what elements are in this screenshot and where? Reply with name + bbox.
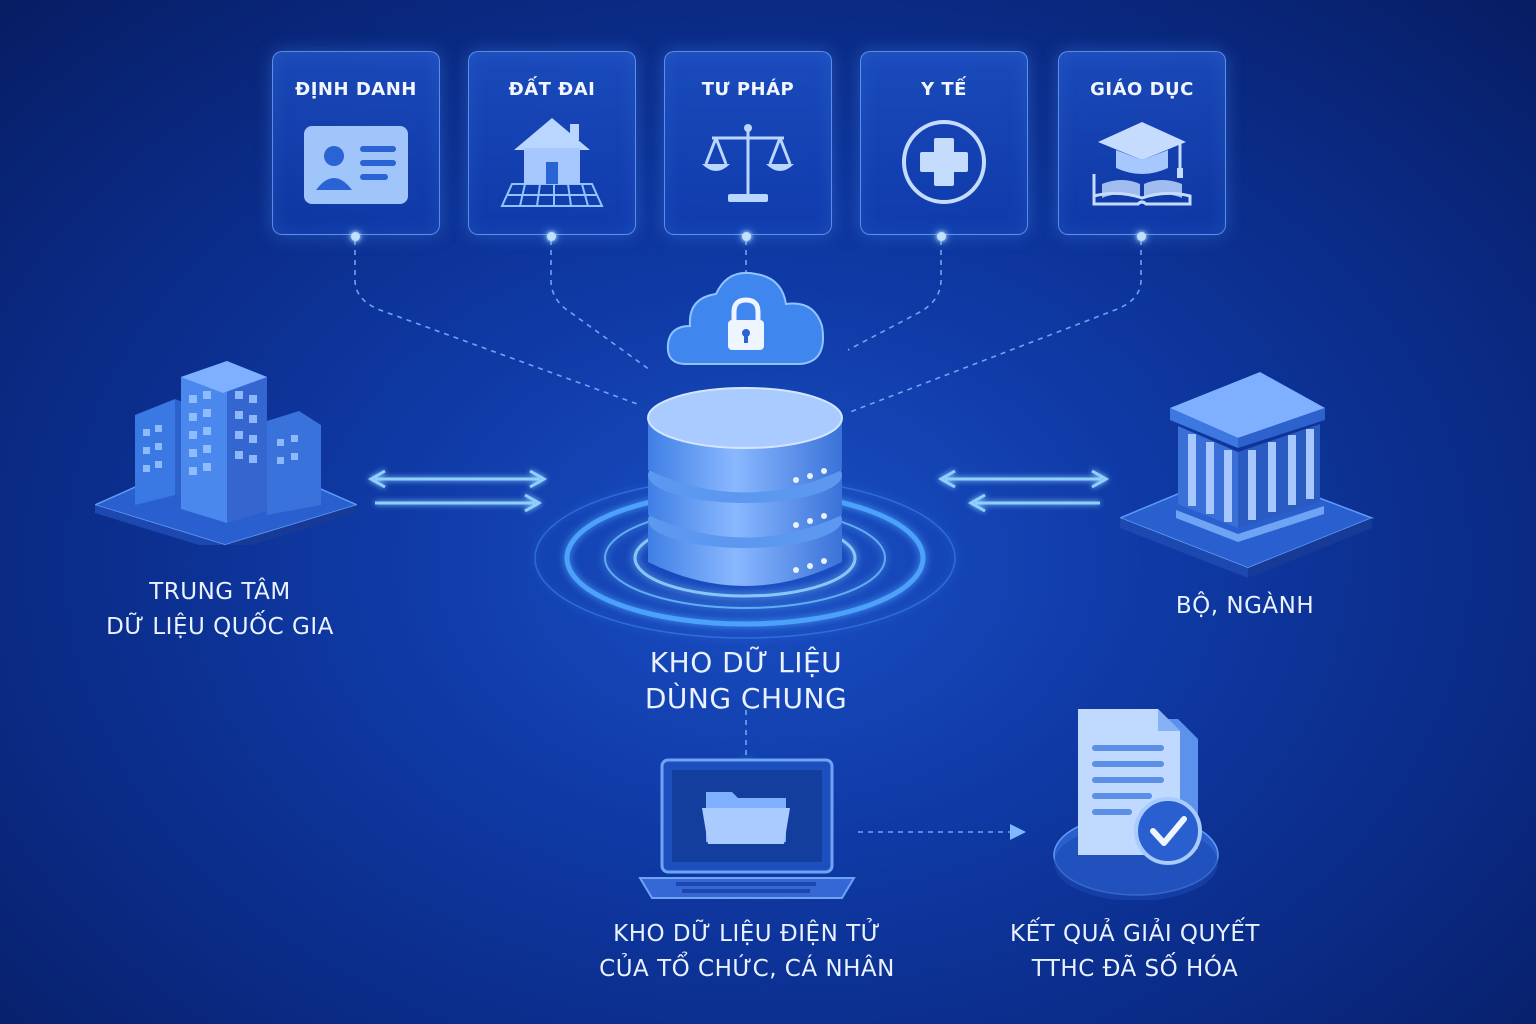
link-y-te bbox=[847, 240, 942, 351]
connector-dot bbox=[351, 232, 360, 241]
bottom-right-line2: TTHC ĐÃ SỐ HÓA bbox=[1031, 956, 1239, 982]
left-node-caption: TRUNG TÂM DỮ LIỆU QUỐC GIA bbox=[80, 575, 360, 645]
category-label: ĐỊNH DANH bbox=[295, 79, 417, 100]
center-title-line2: DÙNG CHUNG bbox=[644, 682, 848, 715]
document-check-icon bbox=[1053, 709, 1219, 900]
bottom-left-line2: CỦA TỔ CHỨC, CÁ NHÂN bbox=[599, 956, 895, 982]
connector-dot bbox=[1137, 232, 1146, 241]
category-label: Y TẾ bbox=[921, 79, 967, 100]
category-card-dinh-danh[interactable]: ĐỊNH DANH bbox=[272, 51, 440, 235]
connector-dot bbox=[937, 232, 946, 241]
bottom-left-caption: KHO DỮ LIỆU ĐIỆN TỬ CỦA TỔ CHỨC, CÁ NHÂN bbox=[572, 917, 922, 987]
connector-dot bbox=[742, 232, 751, 241]
government-building-icon bbox=[1120, 372, 1375, 578]
house-land-icon bbox=[500, 118, 604, 207]
center-caption: KHO DỮ LIỆU DÙNG CHUNG bbox=[596, 645, 896, 717]
bottom-right-caption: KẾT QUẢ GIẢI QUYẾT TTHC ĐÃ SỐ HÓA bbox=[990, 917, 1280, 987]
bottom-right-line1: KẾT QUẢ GIẢI QUYẾT bbox=[1010, 921, 1260, 947]
left-node-line1: TRUNG TÂM bbox=[149, 579, 291, 605]
category-card-tu-phap[interactable]: TƯ PHÁP bbox=[664, 51, 832, 235]
connector-dot bbox=[547, 232, 556, 241]
category-card-dat-dai[interactable]: ĐẤT ĐAI bbox=[468, 51, 636, 235]
right-node-caption: BỘ, NGÀNH bbox=[1110, 589, 1380, 624]
cloud-lock-icon bbox=[666, 272, 824, 365]
medical-cross-icon bbox=[902, 120, 986, 204]
city-buildings-icon bbox=[95, 361, 357, 545]
link-giao-duc bbox=[849, 240, 1142, 413]
category-card-y-te[interactable]: Y TẾ bbox=[860, 51, 1028, 235]
id-card-icon bbox=[304, 126, 408, 204]
right-node-line1: BỘ, NGÀNH bbox=[1175, 593, 1315, 619]
link-dinh-danh bbox=[354, 240, 641, 406]
category-card-giao-duc[interactable]: GIÁO DỤC bbox=[1058, 51, 1226, 235]
arrow-head-document bbox=[1010, 824, 1026, 840]
link-dat-dai bbox=[550, 240, 651, 371]
category-label: TƯ PHÁP bbox=[701, 79, 795, 100]
bottom-left-line1: KHO DỮ LIỆU ĐIỆN TỬ bbox=[613, 921, 881, 947]
left-node-line2: DỮ LIỆU QUỐC GIA bbox=[106, 614, 334, 640]
graduation-cap-book-icon bbox=[1092, 122, 1192, 206]
category-label: ĐẤT ĐAI bbox=[508, 79, 596, 100]
laptop-folder-icon bbox=[638, 758, 856, 899]
scales-icon bbox=[702, 124, 794, 202]
center-title-line1: KHO DỮ LIỆU bbox=[649, 646, 843, 679]
database-icon bbox=[534, 387, 956, 639]
category-label: GIÁO DỤC bbox=[1090, 79, 1194, 100]
